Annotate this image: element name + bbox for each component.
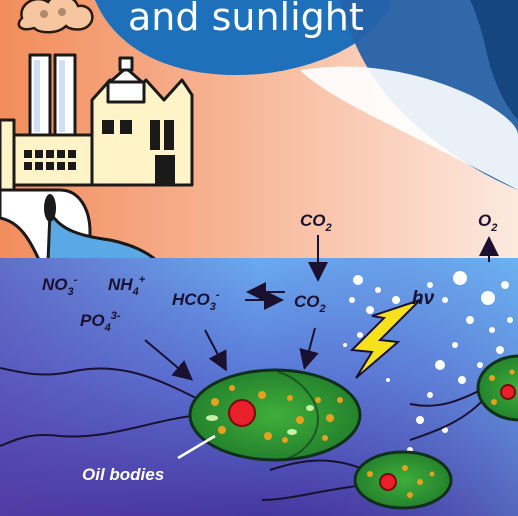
co2-to-cell-arrow xyxy=(299,327,319,370)
oil-bodies-pointer xyxy=(177,434,216,460)
bicarbonate-label: HCO3- xyxy=(172,289,220,313)
nitrate-label: NO3- xyxy=(42,274,78,298)
light-energy-label: hν xyxy=(412,288,435,309)
phosphate-label: PO43- xyxy=(80,310,121,334)
banner-white-wave xyxy=(300,66,518,190)
oxygen-bubbles xyxy=(343,271,513,453)
title-banner xyxy=(95,0,392,76)
co2-dissolved-label: CO2 xyxy=(294,292,326,315)
co2-atmosphere-label: CO2 xyxy=(300,211,332,234)
microalgae-cell-icon xyxy=(476,354,518,422)
ammonium-label: NH4+ xyxy=(108,274,146,298)
factory-icon xyxy=(0,53,194,192)
title-fragment: and sunlight xyxy=(128,0,364,39)
nutrient-arrow xyxy=(144,339,194,381)
flow-arrows xyxy=(144,235,499,381)
lightning-bolt-icon xyxy=(349,299,421,379)
oil-bodies-label: Oil bodies xyxy=(82,465,164,484)
bicarbonate-arrow xyxy=(204,329,227,372)
right-banner-deep xyxy=(470,0,518,120)
microalgae-cell-icon xyxy=(353,450,453,510)
microalgae-cell-icon xyxy=(188,368,362,462)
oxygen-label: O2 xyxy=(478,211,497,234)
cloud-icon xyxy=(17,0,94,34)
flagella xyxy=(0,367,486,501)
